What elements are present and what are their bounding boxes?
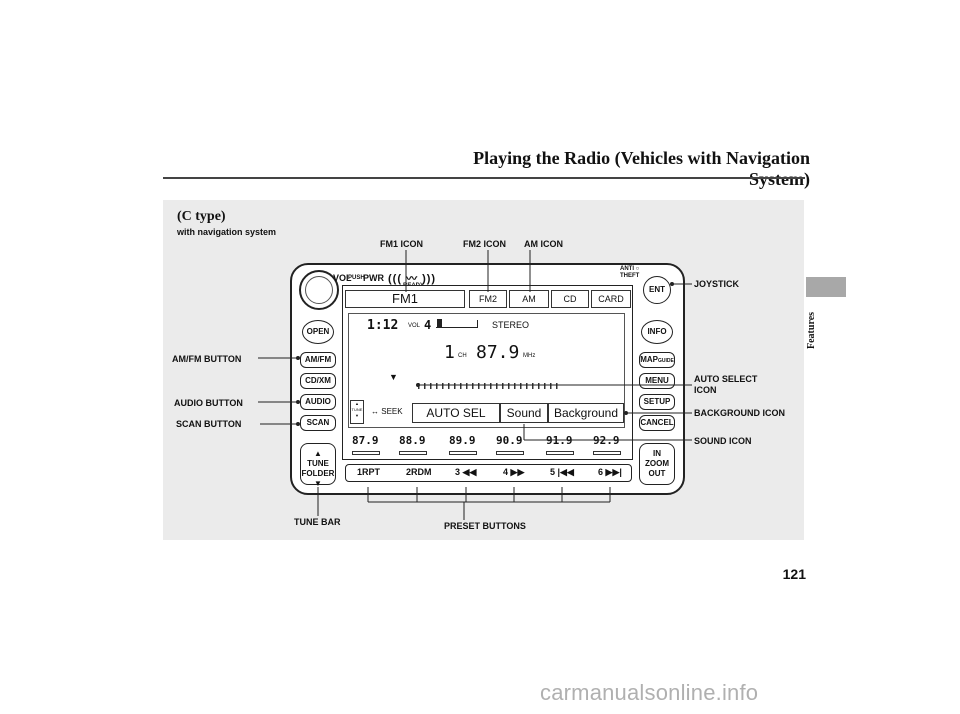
vol-pwr-knob-center <box>305 276 333 304</box>
preset-freq-4: 90.9 <box>496 434 523 447</box>
callout-scan-button: SCAN BUTTON <box>176 419 242 429</box>
am-fm-button[interactable]: AM/FM <box>300 352 336 368</box>
volume-meter <box>436 320 478 328</box>
auto-select-icon[interactable]: AUTO SEL <box>412 403 500 423</box>
preset-button-2[interactable]: 2RDM <box>406 467 432 477</box>
page-title: Playing the Radio (Vehicles with Navigat… <box>473 148 810 189</box>
skip-back-icon: |◀◀ <box>557 467 574 477</box>
callout-audio-button: AUDIO BUTTON <box>174 398 243 408</box>
preset-button-3[interactable]: 3 ◀◀ <box>455 467 477 477</box>
tune-icon[interactable]: ▲TUNE▼ <box>350 400 364 424</box>
signal-icon: ((( 〰 ))) <box>388 273 437 285</box>
callout-fm2-icon: FM2 ICON <box>463 239 507 249</box>
callout-sound-icon: SOUND ICON <box>694 436 752 446</box>
callout-am-icon: AM ICON <box>524 239 563 249</box>
preset-indicator-5 <box>546 451 574 455</box>
preset-freq-3: 89.9 <box>449 434 476 447</box>
audio-button[interactable]: AUDIO <box>300 394 336 410</box>
sound-icon[interactable]: Sound <box>500 403 548 423</box>
tab-am[interactable]: AM <box>509 290 549 308</box>
preset-indicator-1 <box>352 451 380 455</box>
preset-indicator-2 <box>399 451 427 455</box>
channel-number: 1 <box>444 342 455 363</box>
preset-button-4[interactable]: 4 ▶▶ <box>503 467 525 477</box>
figure-subtitle: (C type) <box>177 209 226 224</box>
rewind-icon: ◀◀ <box>462 467 477 477</box>
page-number: 121 <box>782 566 806 582</box>
clock-text: 1:12 <box>367 318 399 333</box>
preset-freq-2: 88.9 <box>399 434 426 447</box>
zoom-bar[interactable]: IN ZOOM OUT <box>639 443 675 485</box>
map-guide-button[interactable]: MAPGUIDE <box>639 352 675 368</box>
callout-auto-select-2: ICON <box>694 385 717 395</box>
vol-pwr-knob[interactable] <box>299 270 339 310</box>
section-tab <box>806 277 846 297</box>
volume-meter-fill <box>437 319 442 328</box>
ch-label: CH <box>458 353 467 359</box>
preset-button-5[interactable]: 5 |◀◀ <box>550 467 574 477</box>
joystick-ent[interactable]: ENT <box>643 276 671 304</box>
cd-xm-button[interactable]: CD/XM <box>300 373 336 389</box>
open-button[interactable]: OPEN <box>302 320 334 344</box>
frequency-display: 87.9 <box>476 342 520 363</box>
callout-joystick: JOYSTICK <box>694 279 740 289</box>
mhz-label: MHz <box>523 353 536 359</box>
preset-indicator-4 <box>496 451 524 455</box>
scan-button[interactable]: SCAN <box>300 415 336 431</box>
preset-button-1[interactable]: 1RPT <box>357 467 381 477</box>
background-icon[interactable]: Background <box>548 403 624 423</box>
seek-label: ↔ SEEK <box>371 407 403 416</box>
pwr-label: PWR <box>363 273 384 283</box>
tab-card[interactable]: CARD <box>591 290 631 308</box>
vol-label: VOL <box>333 273 352 283</box>
preset-buttons-row <box>345 464 632 482</box>
preset-button-6[interactable]: 6 ▶▶| <box>598 467 622 477</box>
callout-auto-select-1: AUTO SELECT <box>694 374 758 384</box>
figure-note: with navigation system <box>177 227 277 237</box>
tab-fm1[interactable]: FM1 <box>345 290 465 308</box>
stereo-indicator: STEREO <box>492 320 530 330</box>
watermark: carmanualsonline.info <box>540 680 759 705</box>
info-button[interactable]: INFO <box>641 320 673 344</box>
setup-button[interactable]: SETUP <box>639 394 675 410</box>
callout-am-fm-button: AM/FM BUTTON <box>172 354 242 364</box>
preset-indicator-3 <box>449 451 477 455</box>
display-frame <box>342 285 633 460</box>
tune-down-icon: ▼ <box>314 479 322 488</box>
callout-tune-bar: TUNE BAR <box>294 517 341 527</box>
title-rule <box>163 177 805 179</box>
preset-freq-1: 87.9 <box>352 434 379 447</box>
callout-preset-buttons: PRESET BUTTONS <box>444 521 526 531</box>
preset-indicator-6 <box>593 451 621 455</box>
anti-theft-label: ANTI ○THEFT <box>620 266 640 279</box>
tuning-pointer-icon: ▼ <box>389 372 398 382</box>
fast-forward-icon: ▶▶ <box>510 467 525 477</box>
push-label: PUSH <box>348 275 365 281</box>
tuning-scale <box>418 383 560 389</box>
tune-folder-bar[interactable]: ▲ TUNE FOLDER ▼ <box>300 443 336 488</box>
vol-text: VOL <box>408 323 421 329</box>
vol-value: 4 <box>424 318 432 332</box>
skip-forward-icon: ▶▶| <box>605 467 622 477</box>
cancel-button[interactable]: CANCEL <box>639 415 675 431</box>
callout-fm1-icon: FM1 ICON <box>380 239 424 249</box>
lcd-screen <box>348 313 625 428</box>
tune-up-icon: ▲ <box>314 449 322 458</box>
tab-cd[interactable]: CD <box>551 290 589 308</box>
callout-background-icon: BACKGROUND ICON <box>694 408 785 418</box>
